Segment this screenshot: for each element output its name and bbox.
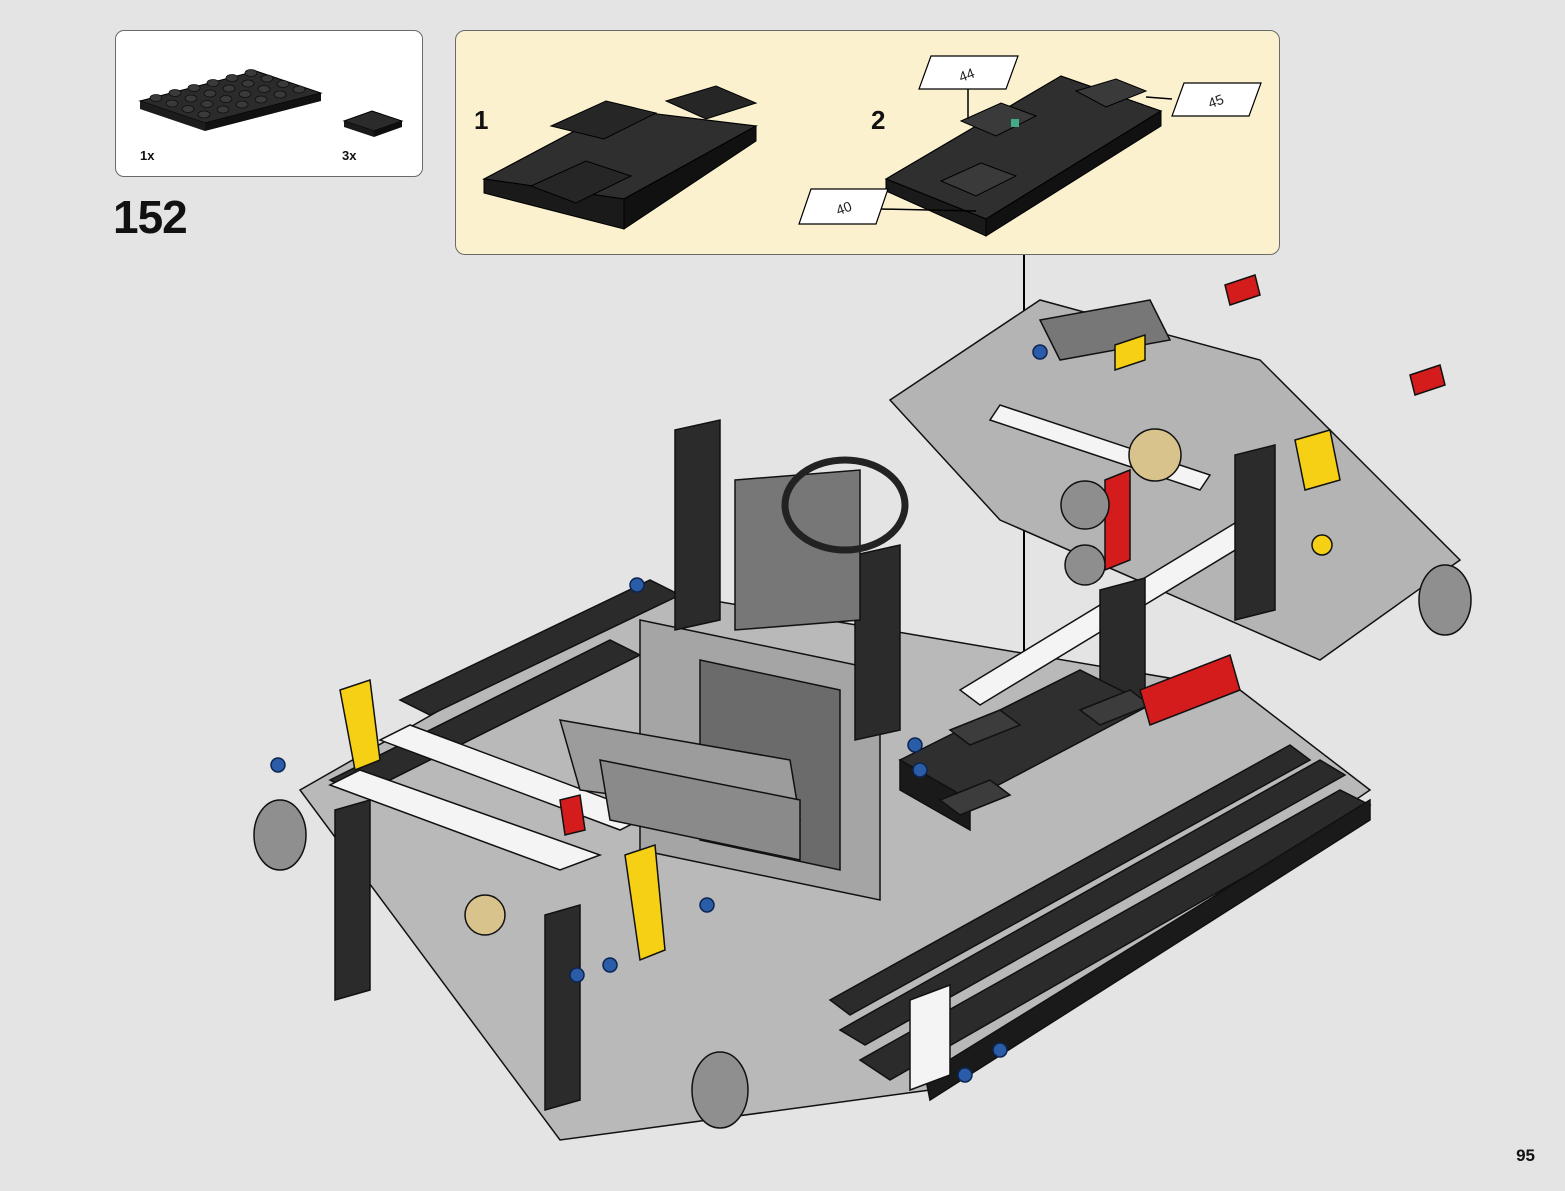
plate-stud bbox=[292, 85, 306, 94]
plate-stud bbox=[203, 89, 217, 98]
plate-stud bbox=[222, 84, 236, 93]
sticker-flag: 40 bbox=[798, 188, 977, 225]
plate-stud bbox=[276, 80, 290, 88]
plate-stud bbox=[241, 79, 255, 88]
technic-chassis bbox=[253, 274, 1472, 1141]
plate-stud bbox=[244, 69, 258, 77]
plate-stud bbox=[260, 74, 274, 83]
sticker-label: 44 bbox=[957, 65, 977, 85]
part-quantity: 3x bbox=[342, 148, 357, 163]
sub-assembly-callout: 1 2 44 45 bbox=[455, 30, 1280, 255]
plate-stud bbox=[235, 100, 249, 109]
sticker-flag: 45 bbox=[1145, 82, 1262, 117]
plate-stud bbox=[197, 110, 211, 119]
sub-step-number: 1 bbox=[474, 105, 489, 135]
plate-stud bbox=[257, 85, 271, 93]
step-number: 152 bbox=[113, 191, 188, 243]
plate-stud bbox=[254, 95, 268, 104]
plate-stud bbox=[206, 79, 220, 87]
plate-with-stickers bbox=[884, 75, 1163, 237]
page-number: 95 bbox=[1516, 1146, 1535, 1165]
plate-stud bbox=[187, 84, 201, 92]
plate-stud bbox=[168, 89, 182, 97]
parts-illustration bbox=[138, 69, 404, 137]
sticker-flag: 44 bbox=[918, 55, 1019, 119]
parts-list-box: 1x 3x bbox=[115, 30, 423, 177]
sticker-label: 45 bbox=[1206, 91, 1226, 111]
plate-stud bbox=[200, 100, 214, 108]
plate-stud bbox=[225, 74, 239, 82]
black-tile-part bbox=[342, 110, 404, 137]
black-plate-part bbox=[138, 69, 323, 131]
sticker-label: 40 bbox=[834, 198, 854, 218]
plate-stud bbox=[149, 94, 163, 102]
plate-stud bbox=[181, 105, 195, 113]
plate-stud bbox=[165, 99, 179, 108]
plate-stud bbox=[216, 105, 230, 114]
callout-illustration: 44 45 40 bbox=[482, 55, 1262, 237]
part-quantity: 1x bbox=[140, 148, 155, 163]
plate-stud bbox=[184, 94, 198, 103]
plate-stud bbox=[273, 90, 287, 99]
plate-stud bbox=[219, 95, 233, 103]
sub-step-number: 2 bbox=[871, 105, 886, 135]
plate-with-tiles bbox=[482, 85, 758, 230]
plate-stud bbox=[238, 90, 252, 98]
